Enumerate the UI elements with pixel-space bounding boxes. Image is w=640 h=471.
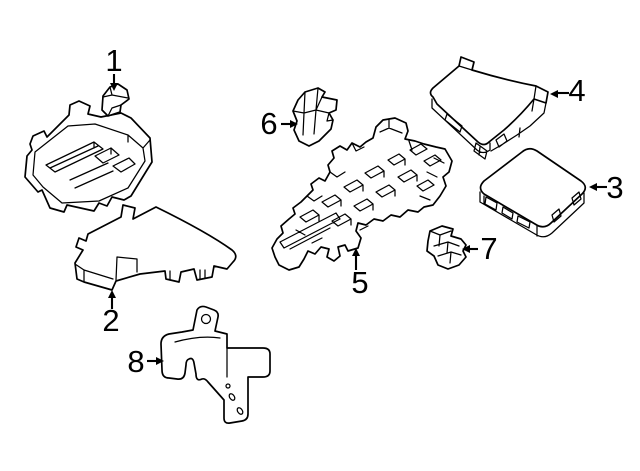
- callout-8-arrowhead: [156, 357, 164, 365]
- part-3-inner-detail: [479, 191, 585, 238]
- part-8-mounting-bracket-drawing: [160, 305, 271, 424]
- callout-7-arrowhead: [462, 245, 470, 253]
- part-7-inner-detail: [429, 230, 462, 264]
- part-3-cover-drawing: [479, 147, 587, 238]
- callout-5-arrowhead: [352, 248, 360, 256]
- part-4-inner-detail: [431, 65, 547, 160]
- part-5-outline: [271, 117, 453, 271]
- callout-3-label: 3: [606, 170, 623, 205]
- callout-3-arrowhead: [589, 183, 597, 191]
- callout-7: 7: [462, 231, 498, 266]
- part-5-inner-detail: [279, 119, 445, 250]
- callout-6-label: 6: [260, 106, 277, 141]
- part-7-bracket-drawing: [426, 225, 467, 270]
- callout-1: 1: [105, 43, 123, 91]
- part-8-fold-lines: [174, 336, 228, 378]
- callout-5-label: 5: [351, 265, 368, 300]
- part-7-outline: [426, 225, 467, 270]
- part-6-inner-detail: [292, 87, 334, 136]
- callout-8-label: 8: [127, 344, 144, 379]
- callout-3: 3: [589, 170, 624, 205]
- part-1-lower-tray-drawing: [24, 83, 153, 213]
- callout-4-arrowhead: [550, 90, 558, 98]
- callout-8: 8: [127, 344, 164, 379]
- part-1-connector-block: [101, 83, 130, 117]
- part-5-relay-block-drawing: [271, 117, 453, 271]
- part-6-bracket-drawing: [292, 87, 338, 147]
- callout-6: 6: [260, 106, 298, 141]
- part-4-outline: [429, 56, 549, 146]
- part-8-mounting-hole: [200, 313, 212, 325]
- part-4-cover-drawing: [429, 56, 549, 160]
- callout-7-label: 7: [480, 231, 497, 266]
- callout-1-label: 1: [105, 43, 122, 78]
- callout-4: 4: [550, 73, 586, 108]
- callout-2: 2: [102, 290, 120, 338]
- callout-6-arrowhead: [290, 120, 298, 128]
- callout-4-label: 4: [568, 73, 585, 108]
- callout-2-label: 2: [102, 303, 119, 338]
- part-2-outline: [74, 204, 237, 291]
- part-8-slot-hole: [228, 393, 236, 401]
- part-2-cover-drawing: [74, 204, 237, 291]
- part-8-outline: [160, 305, 271, 424]
- part-3-outline: [479, 147, 587, 228]
- callout-1-arrowhead: [110, 83, 118, 91]
- callout-5: 5: [351, 248, 369, 300]
- part-2-inner-detail: [74, 256, 206, 282]
- part-8-small-hole: [225, 383, 231, 389]
- callout-2-arrowhead: [108, 290, 116, 298]
- part-1-inner-detail: [32, 86, 151, 204]
- part-8-slot-hole: [236, 407, 244, 415]
